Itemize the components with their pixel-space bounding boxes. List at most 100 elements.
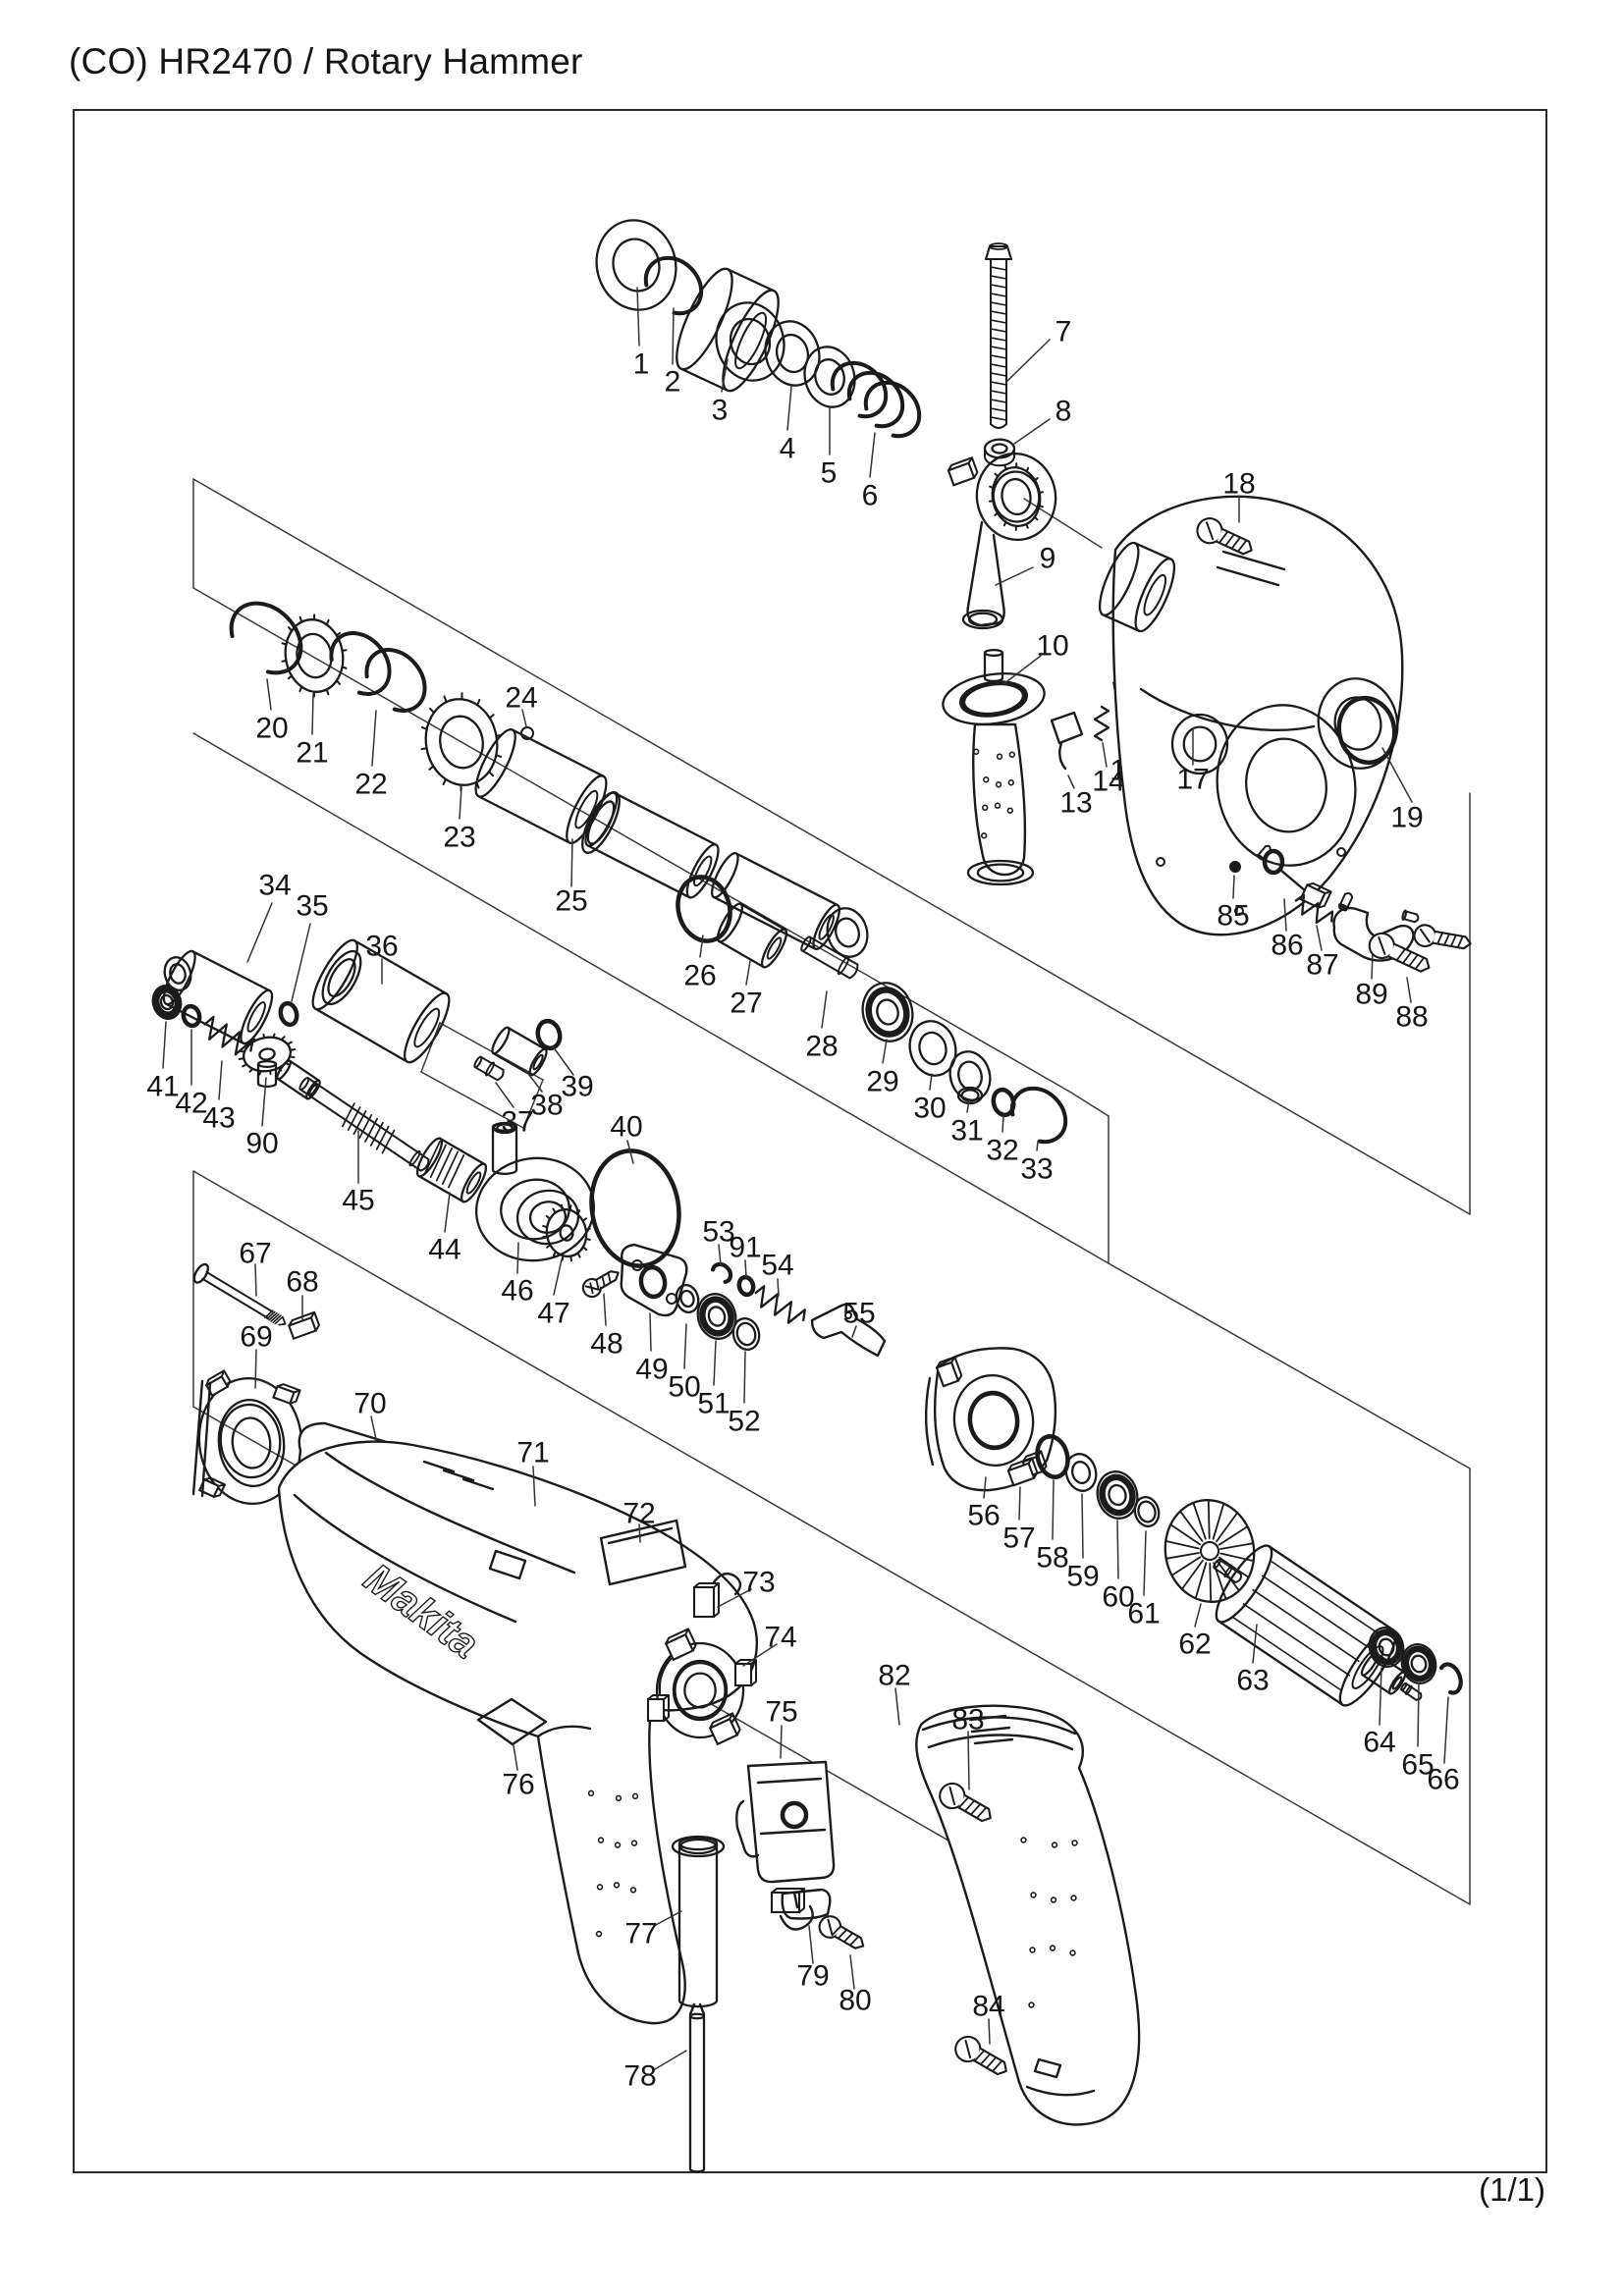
part-52: 52 [728,1317,761,1438]
part-42: 42 [175,1003,208,1120]
part-number-label: 62 [1178,1629,1211,1661]
part-60: 60 [1096,1470,1139,1614]
part-91: 91 [729,1232,762,1298]
part-number-label: 29 [866,1066,898,1098]
part-number-label: 70 [353,1388,386,1420]
part-number-label: 51 [697,1388,730,1420]
part-67: 67 [192,1238,287,1326]
part-47: 47 [537,1203,591,1330]
part-number-label: 38 [530,1090,563,1122]
part-number-label: 13 [1059,787,1092,820]
part-number-label: 72 [623,1498,655,1530]
part-50: 50 [668,1284,701,1404]
part-number-label: 28 [805,1031,838,1063]
part-number-label: 47 [537,1298,569,1330]
part-number-label: 82 [878,1660,910,1692]
part-17: 17 [1098,495,1404,936]
part-39: 39 [535,1018,594,1103]
part-40: 40 [589,1111,681,1268]
part-number-label: 87 [1306,949,1338,982]
part-number-label: 2 [665,366,681,399]
part-number-label: 53 [702,1216,734,1249]
part-84: 84 [954,1991,1007,2076]
part-36: 36 [311,931,451,1064]
part-number-label: 27 [730,988,762,1020]
part-number-label: 55 [842,1298,875,1330]
part-6: 6 [830,360,922,512]
part-35: 35 [278,890,329,1028]
part-number-label: 14 [1092,766,1124,798]
part-51: 51 [696,1293,737,1420]
part-89: 89 [1332,892,1420,1011]
part-number-label: 58 [1036,1542,1068,1575]
part-number-label: 9 [1040,543,1056,575]
part-number-label: 65 [1401,1749,1434,1782]
part-number-label: 63 [1236,1665,1269,1697]
part-number-label: 4 [780,433,796,465]
part-number-label: 59 [1066,1561,1099,1593]
part-number-label: 85 [1217,900,1249,933]
part-number-label: 7 [1056,316,1072,348]
part-number-label: 90 [245,1128,278,1160]
part-number-label: 36 [365,931,398,963]
part-number-label: 6 [862,480,879,512]
part-4: 4 [764,320,821,465]
part-10: 10 [942,630,1069,886]
part-55: 55 [810,1298,887,1358]
part-number-label: 10 [1036,630,1068,663]
page-title: (CO) HR2470 / Rotary Hammer [69,41,583,81]
part-number-label: 35 [296,890,328,923]
part-number-label: 22 [354,769,387,801]
part-65: 65 [1400,1643,1437,1782]
part-number-label: 67 [239,1238,271,1270]
part-number-label: 34 [258,870,291,902]
part-number-label: 5 [821,457,838,490]
part-27: 27 [716,902,788,1020]
part-9: 9 [947,452,1057,630]
part-number-label: 46 [501,1275,533,1308]
part-25: 25 [474,727,869,958]
part-90: 90 [238,1033,297,1160]
part-85: 85 [1217,861,1250,933]
part-number-label: 44 [428,1234,460,1266]
part-number-label: 33 [1020,1153,1053,1186]
part-78: 78 [623,2002,706,2173]
part-number-label: 26 [683,960,716,992]
part-number-label: 57 [1002,1522,1035,1555]
part-48: 48 [581,1270,623,1361]
part-56: 56 [924,1347,1057,1532]
part-number-label: 91 [729,1232,761,1264]
part-22: 22 [329,631,427,801]
part-number-label: 74 [764,1622,796,1654]
part-number-label: 56 [967,1500,1000,1532]
part-number-label: 19 [1390,802,1423,834]
part-number-label: 49 [635,1354,668,1386]
part-23: 23 [420,692,503,854]
part-43: 43 [202,1015,254,1135]
part-21: 21 [281,614,348,770]
part-number-label: 73 [742,1567,775,1599]
part-19: 19 [1317,677,1424,834]
part-79: 79 [781,1888,832,1993]
part-number-label: 54 [761,1250,793,1282]
part-number-label: 64 [1363,1727,1395,1759]
part-45: 45 [276,1059,430,1217]
part-number-label: 1 [633,348,650,381]
part-number-label: 71 [516,1437,549,1469]
part-number-label: 42 [175,1088,207,1120]
part-number-label: 20 [255,713,288,745]
part-86: 86 [1256,844,1332,962]
part-number-label: 24 [505,682,537,715]
part-number-label: 83 [951,1704,984,1736]
part-59: 59 [1064,1453,1100,1593]
part-26: 26 [676,875,732,992]
part-72: 72 [599,1498,687,1586]
part-number-label: 75 [765,1696,797,1729]
part-number-label: 61 [1127,1598,1160,1630]
part-1: 1 [595,219,677,381]
part-5: 5 [803,346,856,490]
part-66: 66 [1427,1662,1463,1796]
part-3: 3 [676,267,785,427]
